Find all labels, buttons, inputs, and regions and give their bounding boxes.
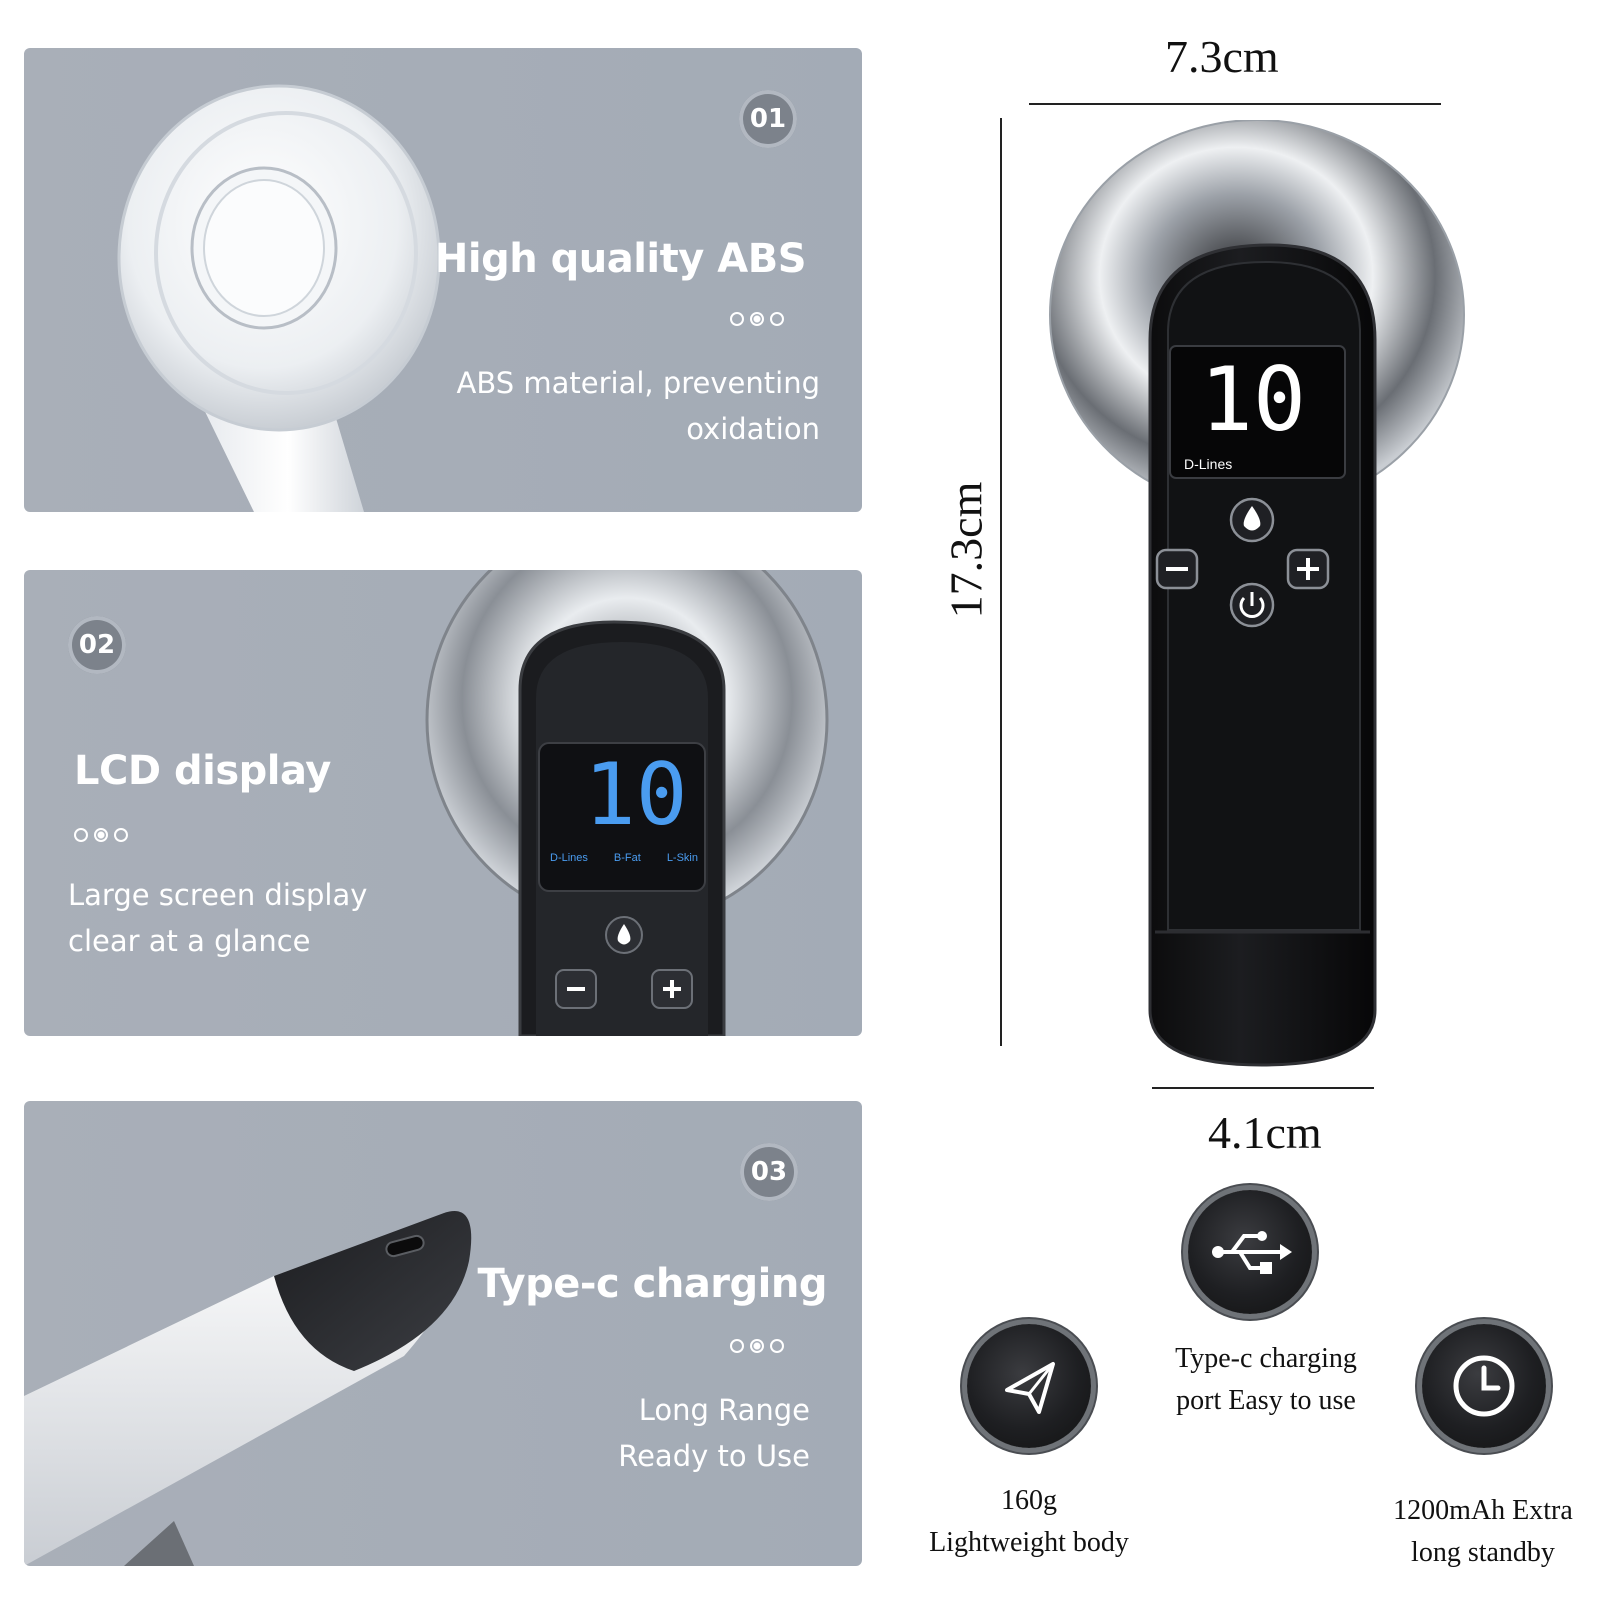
device-charging-port-illustration <box>24 1211 472 1566</box>
spec-charging: Type-c charging port Easy to use <box>1146 1338 1386 1422</box>
pagination-dot-active <box>750 1339 764 1353</box>
device-lcd-illustration <box>425 570 829 1036</box>
description-line: oxidation <box>686 412 820 446</box>
pagination-dot <box>730 312 744 326</box>
device-front-illustration <box>1049 120 1465 1067</box>
lcd-mode-label: D-Lines <box>550 852 588 864</box>
spec-line: port Easy to use <box>1176 1385 1356 1416</box>
feature-card-abs: 01 High quality ABS ABS material, preven… <box>24 48 862 512</box>
feature-title: Type-c charging <box>477 1261 828 1307</box>
device-display-value: 10 <box>1200 348 1306 451</box>
description-line: Long Range <box>638 1393 810 1427</box>
lcd-mode-label: B-Fat <box>613 852 641 864</box>
clock-icon <box>1422 1324 1546 1448</box>
pagination-dot <box>114 828 128 842</box>
spec-line: 160g <box>1001 1485 1057 1516</box>
feature-title: LCD display <box>74 748 331 794</box>
device-head-illustration <box>117 84 441 512</box>
feature-title: High quality ABS <box>434 236 807 282</box>
pagination-dot-active <box>750 312 764 326</box>
pagination-dot <box>730 1339 744 1353</box>
dimension-width-top: 7.3cm <box>1165 31 1279 82</box>
lcd-mode-label: L-Skin <box>666 852 698 864</box>
description-line: Ready to Use <box>618 1439 810 1473</box>
spec-line: 1200mAh Extra <box>1393 1495 1573 1526</box>
feature-card-lcd: 10 D-Lines B-Fat L-Skin 02 LCD display L… <box>24 570 862 1036</box>
description-line: Large screen display <box>68 878 368 912</box>
step-number-badge: 02 <box>68 616 126 674</box>
step-number-badge: 03 <box>740 1143 798 1201</box>
lcd-value: 10 <box>584 745 688 845</box>
usb-icon <box>1188 1190 1312 1314</box>
dimension-line-bottom <box>1152 1087 1374 1089</box>
dimension-height: 17.3cm <box>940 481 992 619</box>
pagination-dot-active <box>94 828 108 842</box>
description-line: clear at a glance <box>68 924 311 958</box>
device-mode-label: D-Lines <box>1184 456 1233 472</box>
pagination-dot <box>74 828 88 842</box>
spec-weight: 160g Lightweight body <box>919 1480 1139 1564</box>
pagination-dot <box>770 312 784 326</box>
paper-plane-icon <box>967 1324 1091 1448</box>
spec-line: Lightweight body <box>929 1527 1129 1558</box>
spec-line: Type-c charging <box>1175 1343 1357 1374</box>
dimension-width-bottom: 4.1cm <box>1208 1107 1322 1158</box>
step-number-badge: 01 <box>739 90 797 148</box>
pagination-dots <box>730 312 784 326</box>
feature-description: Large screen display clear at a glance <box>68 872 367 964</box>
dimension-line-top <box>1029 103 1441 105</box>
feature-card-charging: 03 Type-c charging Long Range Ready to U… <box>24 1101 862 1566</box>
pagination-dots <box>730 1339 784 1353</box>
dimension-line-vertical <box>1000 118 1002 1046</box>
lcd-mode-labels: D-Lines B-Fat L-Skin <box>550 852 698 864</box>
spec-line: long standby <box>1411 1537 1555 1568</box>
pagination-dots <box>74 828 128 842</box>
spec-battery: 1200mAh Extra long standby <box>1370 1490 1596 1574</box>
feature-description: Long Range Ready to Use <box>618 1387 810 1479</box>
feature-description: ABS material, preventing oxidation <box>457 360 820 452</box>
pagination-dot <box>770 1339 784 1353</box>
description-line: ABS material, preventing <box>456 366 820 400</box>
